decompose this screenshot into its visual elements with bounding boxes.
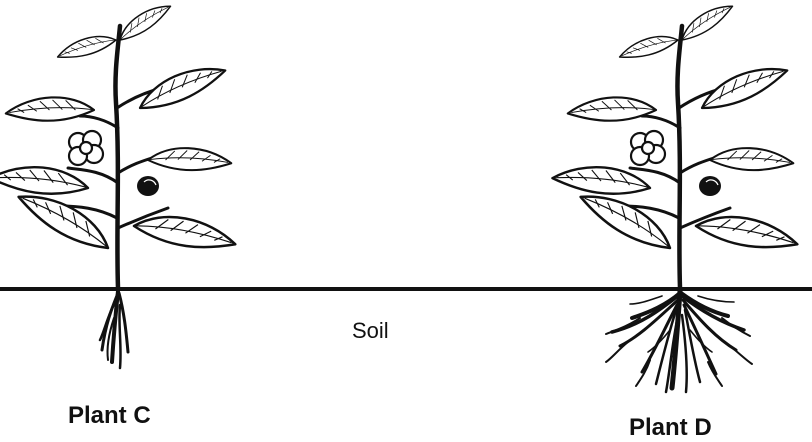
plant-d-shoot <box>552 2 800 288</box>
plant-d-label: Plant D <box>629 414 712 442</box>
plant-c-label: Plant C <box>68 402 151 430</box>
soil-label: Soil <box>352 318 389 344</box>
plant-c-roots <box>100 291 128 368</box>
plant-d-roots <box>606 291 752 392</box>
plant-c-shoot <box>0 2 238 288</box>
